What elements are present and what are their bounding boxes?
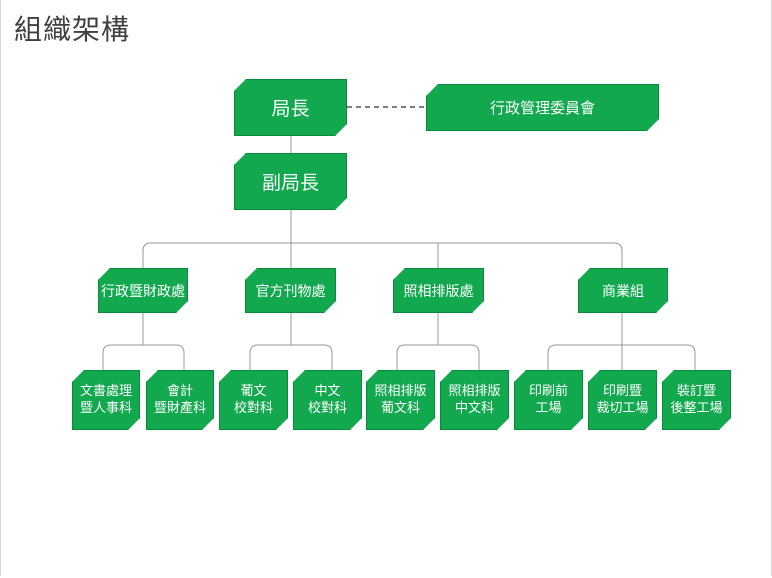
dept-official-gazette-node: 官方刊物處 bbox=[245, 268, 336, 313]
dept3-units-connector bbox=[396, 313, 480, 370]
unit-phototypesetting-chinese-node: 照相排版 中文科 bbox=[440, 370, 509, 430]
committee-node: 行政管理委員會 bbox=[426, 84, 659, 131]
unit-records-personnel-node: 文書處理 暨人事科 bbox=[72, 370, 140, 430]
unit-accounting-assets-node: 會計 暨財產科 bbox=[146, 370, 214, 430]
deputy-departments-connector bbox=[142, 210, 623, 268]
dept-commercial-node: 商業組 bbox=[578, 268, 668, 313]
unit-prepress-workshop-node: 印刷前 工場 bbox=[514, 370, 583, 430]
dept4-units-connector bbox=[547, 313, 696, 370]
unit-printing-cutting-workshop-node: 印刷暨 裁切工場 bbox=[588, 370, 657, 430]
dept2-units-connector bbox=[249, 313, 333, 370]
page-title: 組織架構 bbox=[14, 13, 131, 46]
dept-admin-finance-node: 行政暨財政處 bbox=[98, 268, 188, 313]
unit-portuguese-proofreading-node: 葡文 校對科 bbox=[219, 370, 288, 430]
dept-phototypesetting-node: 照相排版處 bbox=[393, 268, 484, 313]
unit-binding-finishing-workshop-node: 裝訂暨 後整工場 bbox=[662, 370, 731, 430]
unit-phototypesetting-portuguese-node: 照相排版 葡文科 bbox=[366, 370, 435, 430]
director-node: 局長 bbox=[234, 79, 347, 136]
unit-chinese-proofreading-node: 中文 校對科 bbox=[293, 370, 362, 430]
deputy-director-node: 副局長 bbox=[234, 153, 347, 210]
dept1-units-connector bbox=[102, 313, 185, 370]
